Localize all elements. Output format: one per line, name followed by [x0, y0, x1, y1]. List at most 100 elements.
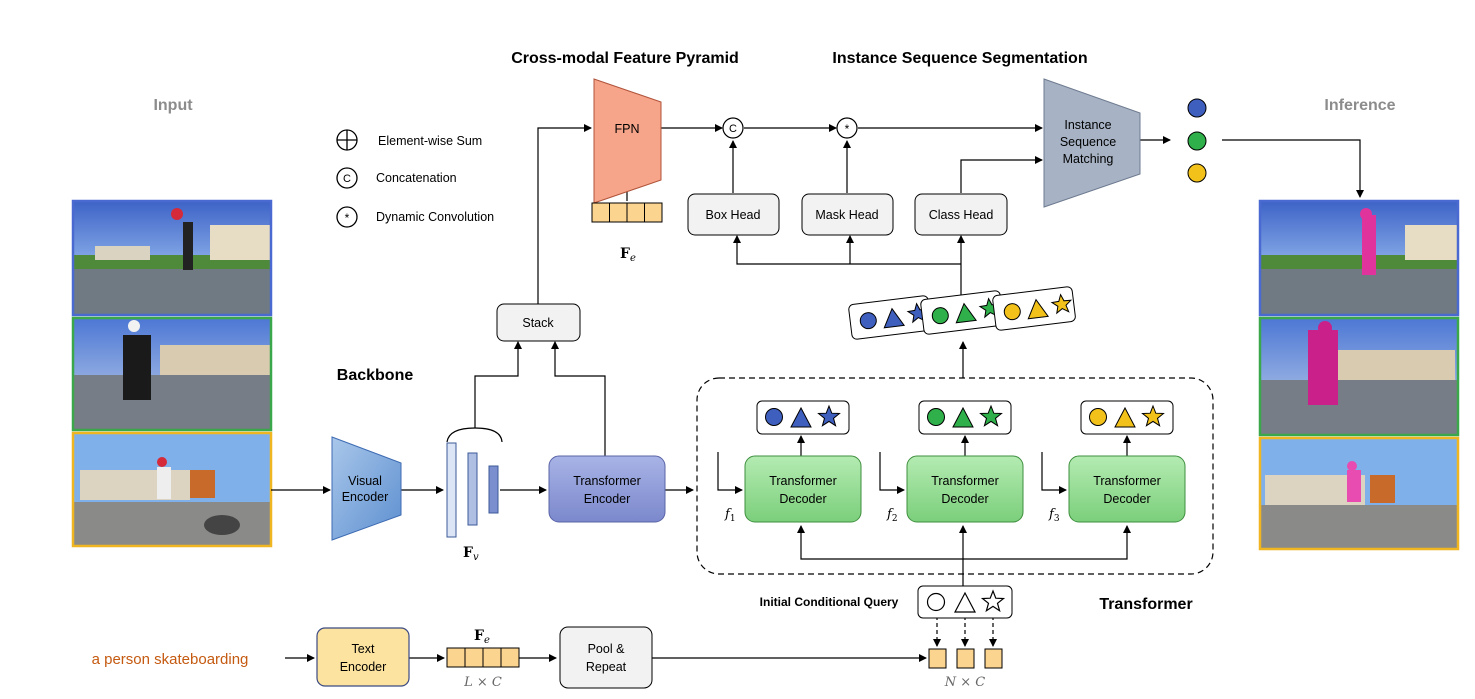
output-frame-1 — [1258, 199, 1460, 317]
output-frame-3 — [1258, 436, 1460, 551]
concat-operator: C — [722, 117, 744, 139]
svg-text:Sequence: Sequence — [1060, 135, 1116, 149]
input-frames — [71, 199, 273, 548]
svg-text:Instance: Instance — [1064, 118, 1111, 132]
output-instances — [1187, 98, 1207, 183]
circle-plus-icon — [336, 129, 358, 151]
f2-label: f2 — [886, 507, 898, 524]
dynamic-conv-operator: * — [836, 117, 858, 139]
cross-modal-heading: Cross-modal Feature Pyramid — [511, 50, 739, 67]
svg-text:Encoder: Encoder — [340, 660, 387, 674]
legend-sum-label: Element-wise Sum — [378, 134, 482, 148]
pool-repeat: Pool & Repeat — [559, 626, 653, 689]
svg-text:Encoder: Encoder — [584, 492, 631, 506]
circle-icon — [765, 408, 783, 426]
fpn-block: FPN — [593, 78, 662, 204]
transformer-decoder-2: Transformer Decoder — [906, 455, 1024, 523]
inference-heading: Inference — [1324, 97, 1395, 114]
legend-concat-label: Concatenation — [376, 171, 457, 185]
text-query-input: a person skateboarding — [92, 651, 249, 668]
circle-icon — [1187, 131, 1207, 151]
star-icon — [980, 589, 1006, 613]
svg-text:Stack: Stack — [522, 316, 554, 330]
transformer-encoder: Transformer Encoder — [548, 455, 666, 523]
svg-text:Transformer: Transformer — [769, 474, 837, 488]
svg-text:Class Head: Class Head — [929, 208, 994, 222]
instance-sequence-matching: Instance Sequence Matching — [1043, 78, 1141, 208]
initial-query-box — [917, 585, 1013, 619]
fe-symbol-top: Fe — [620, 246, 636, 264]
visual-encoder: Visual Encoder — [331, 436, 402, 541]
transformer-decoder-3: Transformer Decoder — [1068, 455, 1186, 523]
query-card-blue — [848, 295, 932, 340]
circle-icon — [927, 408, 945, 426]
stack-block: Stack — [496, 303, 581, 342]
svg-text:Transformer: Transformer — [573, 474, 641, 488]
fv-symbol: Fv — [463, 545, 479, 563]
svg-text:Decoder: Decoder — [779, 492, 826, 506]
svg-text:FPN: FPN — [615, 122, 640, 136]
circle-icon — [926, 592, 946, 612]
query-cards-stacked — [848, 286, 1076, 340]
input-frame-2 — [71, 316, 273, 432]
circle-c-icon: C — [336, 167, 358, 189]
class-head: Class Head — [914, 193, 1008, 236]
legend-dynconv-label: Dynamic Convolution — [376, 210, 494, 224]
lxc-label: L × C — [463, 675, 502, 690]
decoder-output-query-3 — [1080, 400, 1174, 435]
input-frame-1 — [71, 199, 273, 317]
star-icon — [817, 404, 841, 427]
mask-head: Mask Head — [801, 193, 894, 236]
nxc-tokens — [928, 648, 1003, 669]
star-icon — [1141, 404, 1165, 427]
decoder-output-query-1 — [756, 400, 850, 435]
triangle-icon — [954, 591, 976, 613]
triangle-icon — [790, 406, 812, 428]
f1-label: f1 — [724, 507, 736, 524]
svg-text:*: * — [845, 122, 850, 136]
svg-text:Decoder: Decoder — [941, 492, 988, 506]
connectors — [271, 124, 1364, 662]
f3-label: f3 — [1048, 507, 1060, 524]
svg-text:Pool &: Pool & — [588, 642, 625, 656]
query-card-green — [920, 290, 1004, 335]
nxc-label: N × C — [944, 675, 986, 690]
svg-text:Matching: Matching — [1063, 152, 1114, 166]
legend: Element-wise Sum C Concatenation * Dynam… — [336, 129, 494, 228]
svg-text:*: * — [345, 211, 350, 225]
star-icon — [979, 404, 1003, 427]
output-frame-2 — [1258, 316, 1460, 437]
initial-query-label: Initial Conditional Query — [760, 595, 899, 609]
output-frames — [1258, 199, 1460, 551]
instance-sequence-heading: Instance Sequence Segmentation — [832, 50, 1087, 67]
svg-text:C: C — [343, 173, 351, 185]
svg-text:Text: Text — [352, 642, 375, 656]
svg-text:Mask Head: Mask Head — [815, 208, 878, 222]
backbone-heading: Backbone — [337, 367, 414, 384]
transformer-heading: Transformer — [1099, 596, 1192, 613]
svg-text:Transformer: Transformer — [931, 474, 999, 488]
fe-symbol-bottom: Fe — [474, 628, 490, 646]
query-card-yellow — [992, 286, 1076, 331]
feature-pyramid — [446, 442, 499, 538]
box-head: Box Head — [687, 193, 780, 236]
svg-text:C: C — [729, 123, 737, 135]
circle-icon — [1089, 408, 1107, 426]
input-heading: Input — [153, 97, 193, 114]
triangle-icon — [1114, 406, 1136, 428]
transformer-region — [696, 377, 1214, 575]
triangle-icon — [952, 406, 974, 428]
svg-text:Box Head: Box Head — [706, 208, 761, 222]
input-frame-3 — [71, 431, 273, 548]
svg-text:Repeat: Repeat — [586, 660, 627, 674]
fe-token-row — [591, 202, 663, 223]
svg-text:Encoder: Encoder — [342, 490, 389, 504]
svg-text:Visual: Visual — [348, 474, 382, 488]
decoder-output-query-2 — [918, 400, 1012, 435]
transformer-decoder-1: Transformer Decoder — [744, 455, 862, 523]
text-encoder: Text Encoder — [316, 627, 410, 687]
svg-text:Transformer: Transformer — [1093, 474, 1161, 488]
circle-icon — [1187, 98, 1207, 118]
fe-token-row-bottom — [446, 647, 520, 668]
